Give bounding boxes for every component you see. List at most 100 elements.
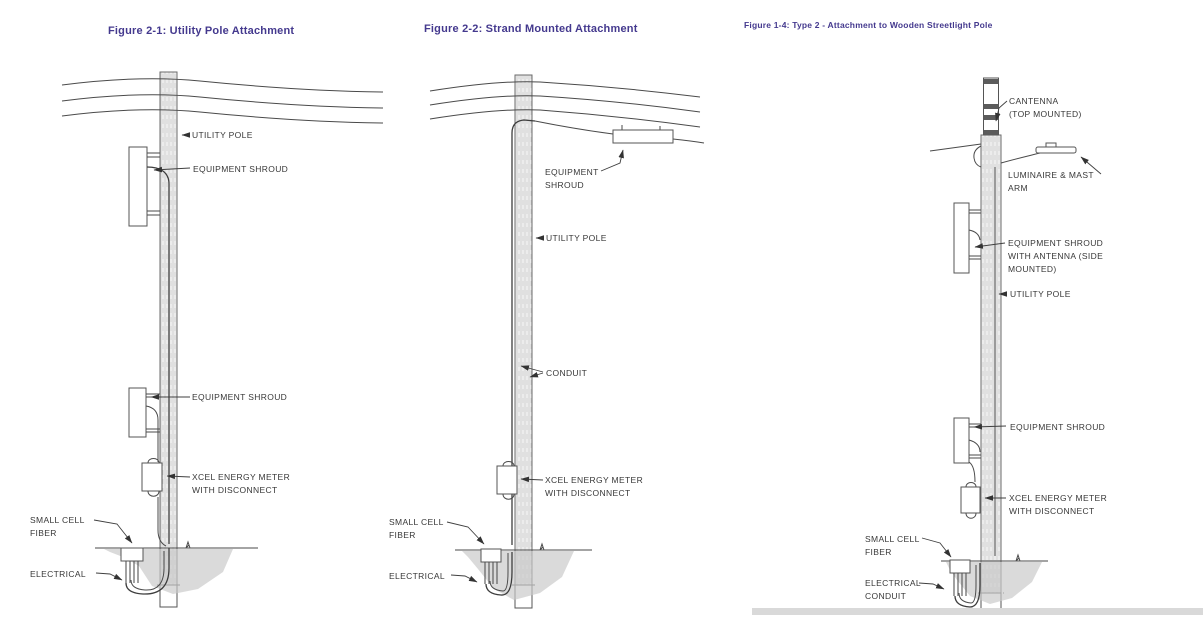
label-shroud-antenna-line3: MOUNTED) xyxy=(1008,264,1057,274)
leader-fiber xyxy=(921,537,952,558)
luminaire-cap xyxy=(1045,142,1057,148)
underground-sweep xyxy=(954,563,981,608)
label-shroud-line1: EQUIPMENT xyxy=(545,167,599,177)
strand-wire-right xyxy=(672,138,705,144)
label-electrical-line1: ELECTRICAL xyxy=(865,578,921,588)
label-electrical: ELECTRICAL xyxy=(30,569,86,579)
xcel-meter-box xyxy=(141,462,163,492)
vault-conduit-stubs xyxy=(953,573,967,596)
cantenna-band xyxy=(983,130,999,135)
leader-conduit-b xyxy=(529,371,544,378)
leader-shroud xyxy=(600,149,624,172)
figure-utility-pole-attachment: UTILITY POLE EQUIPMENT SHROUD EQUIPMENT … xyxy=(30,71,384,608)
drip-loop xyxy=(973,145,982,168)
label-electrical: ELECTRICAL xyxy=(389,571,445,581)
shroud-conduit xyxy=(968,229,981,241)
label-shroud-antenna-line2: WITH ANTENNA (SIDE xyxy=(1008,251,1103,261)
fiber-vault xyxy=(949,559,971,574)
equipment-shroud-lower-box xyxy=(128,387,147,438)
cantenna-band xyxy=(983,115,999,120)
figure-3-title: Figure 1-4: Type 2 - Attachment to Woode… xyxy=(744,20,993,30)
shroud-brackets xyxy=(969,209,981,260)
underground-sweep xyxy=(485,552,513,596)
label-equipment-shroud-upper: EQUIPMENT SHROUD xyxy=(193,164,288,174)
label-fiber-line2: FIBER xyxy=(30,528,57,538)
cantenna-band xyxy=(983,104,999,109)
equipment-shroud-upper-box xyxy=(128,146,148,227)
label-cantenna-line1: CANTENNA xyxy=(1009,96,1059,106)
leader-meter xyxy=(520,476,544,483)
label-equipment-shroud-lower: EQUIPMENT SHROUD xyxy=(192,392,287,402)
label-fiber-line1: SMALL CELL xyxy=(30,515,85,525)
label-electrical-line2: CONDUIT xyxy=(865,591,906,601)
power-line xyxy=(61,94,384,109)
fiber-vault xyxy=(480,548,502,563)
leader-electrical xyxy=(918,582,945,590)
utility-pole xyxy=(980,134,1002,594)
meter-fittings xyxy=(147,458,160,497)
label-fiber-line2: FIBER xyxy=(865,547,892,557)
label-utility-pole: UTILITY POLE xyxy=(192,130,253,140)
grass-tick xyxy=(1015,553,1021,562)
label-luminaire-line1: LUMINAIRE & MAST xyxy=(1008,170,1094,180)
leader-electrical xyxy=(95,572,123,581)
leader-fiber xyxy=(446,521,485,545)
leader-electrical xyxy=(450,574,478,583)
power-line xyxy=(429,81,701,98)
figure-1-title: Figure 2-1: Utility Pole Attachment xyxy=(108,25,295,37)
soil-shading xyxy=(462,551,574,600)
riser-conduit xyxy=(511,119,536,545)
xcel-meter-box xyxy=(960,486,981,514)
underground-sweep xyxy=(125,548,170,595)
equipment-shroud-box xyxy=(953,417,970,464)
shroud-brackets xyxy=(147,152,160,216)
figure-2-title: Figure 2-2: Strand Mounted Attachment xyxy=(424,23,638,35)
label-fiber-line2: FIBER xyxy=(389,530,416,540)
label-luminaire-line2: ARM xyxy=(1008,183,1028,193)
meter-fittings xyxy=(502,461,515,500)
leader-luminaire xyxy=(1080,156,1102,175)
leader-fiber xyxy=(93,519,133,544)
drop-wire xyxy=(929,143,982,152)
figure-strand-mounted-attachment: EQUIPMENT SHROUD UTILITY POLE CONDUIT XC… xyxy=(389,74,705,609)
label-meter-line1: XCEL ENERGY METER xyxy=(545,475,643,485)
label-meter-line1: XCEL ENERGY METER xyxy=(192,472,290,482)
underground-sweep-2 xyxy=(130,551,165,591)
underground-sweep-2 xyxy=(489,553,509,592)
power-line xyxy=(429,109,701,128)
cantenna-band xyxy=(983,79,999,84)
grass-tick xyxy=(185,540,191,549)
side-shroud-antenna-box xyxy=(953,202,970,274)
mast-arm xyxy=(1000,152,1041,164)
underground-sweep-2 xyxy=(958,565,977,604)
label-utility-pole: UTILITY POLE xyxy=(546,233,607,243)
meter-fittings xyxy=(965,482,977,519)
power-line xyxy=(61,78,384,93)
leader-cantenna xyxy=(995,100,1008,122)
leader-shroud-upper xyxy=(153,166,191,173)
leader-conduit-a xyxy=(520,365,544,373)
grass-tick xyxy=(539,542,545,551)
meter-down-conduit xyxy=(157,497,167,547)
xcel-meter-box xyxy=(496,465,518,495)
fiber-vault xyxy=(120,547,144,562)
label-fiber-line1: SMALL CELL xyxy=(865,534,920,544)
leader-meter xyxy=(166,473,191,480)
leader-equipment-shroud xyxy=(973,423,1007,430)
label-utility-pole: UTILITY POLE xyxy=(1010,289,1071,299)
label-meter-line1: XCEL ENERGY METER xyxy=(1009,493,1107,503)
shroud-to-meter-conduit xyxy=(968,439,981,483)
power-line xyxy=(429,95,701,113)
label-conduit: CONDUIT xyxy=(546,368,587,378)
vault-conduit-stubs xyxy=(484,562,498,584)
label-shroud-line2: SHROUD xyxy=(545,180,584,190)
label-meter-line2: WITH DISCONNECT xyxy=(192,485,278,495)
vault-conduit-stubs xyxy=(125,561,139,583)
power-line xyxy=(61,109,384,124)
leader-shroud-antenna xyxy=(974,242,1006,249)
shroud-to-meter-conduit xyxy=(145,405,159,462)
figure-wooden-streetlight-pole-attachment: CANTENNA (TOP MOUNTED) LUMINAIRE & MAST … xyxy=(752,77,1203,615)
shroud-hangers xyxy=(621,125,661,130)
